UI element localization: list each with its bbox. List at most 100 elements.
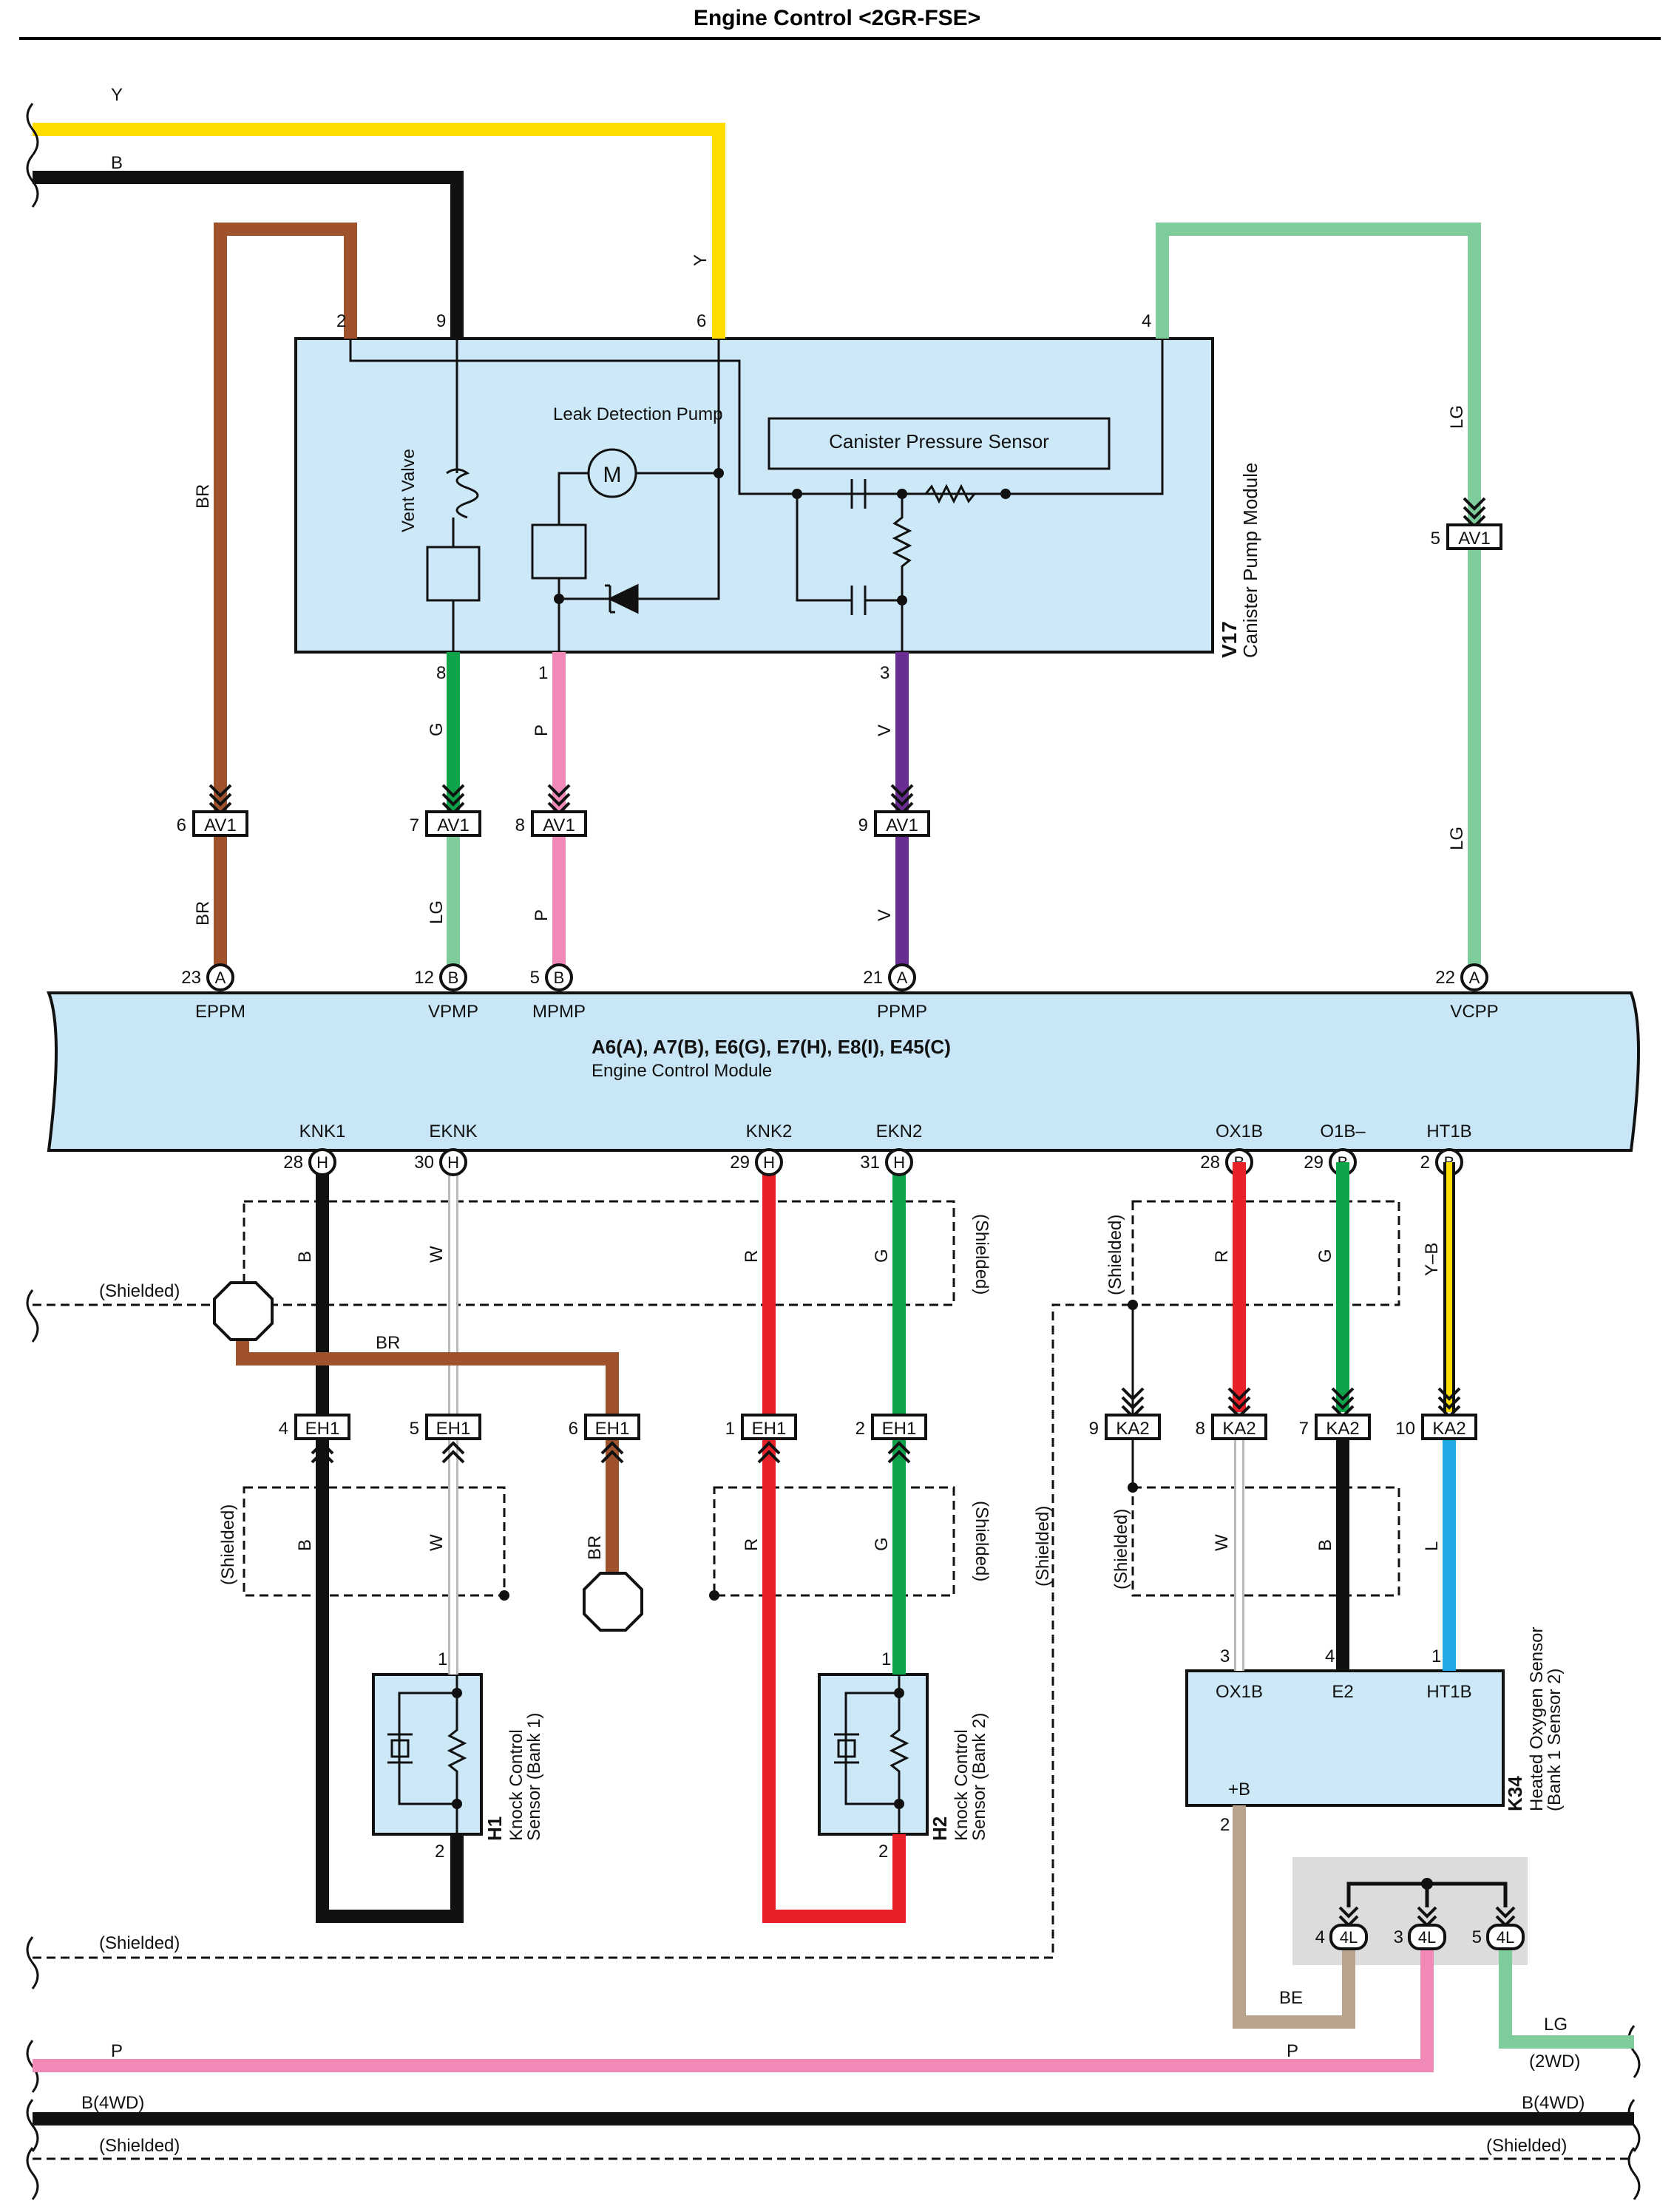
svg-text:4: 4 bbox=[1315, 1927, 1325, 1947]
svg-text:4L: 4L bbox=[1418, 1928, 1436, 1947]
shield-boxes bbox=[33, 1200, 1634, 2160]
pin-num: 23 bbox=[181, 968, 201, 988]
svg-text:G: G bbox=[872, 1249, 892, 1263]
svg-text:(Shielded): (Shielded) bbox=[972, 1214, 992, 1295]
svg-text:OX1B: OX1B bbox=[1216, 1682, 1263, 1702]
oxygen-sensor-box bbox=[1185, 1669, 1505, 1807]
svg-text:LG: LG bbox=[1544, 2015, 1568, 2035]
svg-text:BE: BE bbox=[1279, 1988, 1303, 2008]
svg-text:P: P bbox=[111, 2041, 123, 2061]
connector-pin: 9 bbox=[1089, 1419, 1099, 1439]
wire-p-bottom bbox=[33, 1949, 1434, 2072]
connector-pin: 2 bbox=[855, 1419, 865, 1439]
wire-label: BR bbox=[193, 901, 213, 926]
svg-text:Y–B: Y–B bbox=[1422, 1243, 1442, 1276]
wire-r-knk2 bbox=[762, 1162, 906, 1923]
pin-conn: A bbox=[215, 968, 226, 987]
canister-pump-module-box bbox=[294, 337, 1214, 654]
wire-label: LG bbox=[1447, 405, 1467, 429]
h1-ref: H1 bbox=[484, 1816, 506, 1841]
svg-text:+B: +B bbox=[1228, 1780, 1250, 1799]
svg-text:E2: E2 bbox=[1332, 1682, 1353, 1702]
wire-b-knk1 bbox=[316, 1162, 464, 1923]
wire-label: LG bbox=[1447, 827, 1467, 850]
leak-pump-label-text: Leak Detection Pump bbox=[553, 404, 722, 424]
svg-text:R: R bbox=[1212, 1250, 1232, 1263]
svg-text:B(4WD): B(4WD) bbox=[1522, 2093, 1585, 2113]
pin-name: HT1B bbox=[1426, 1122, 1471, 1141]
pin-conn: B bbox=[448, 968, 459, 987]
knock-sensor-1-box bbox=[372, 1673, 483, 1836]
svg-text:B(4WD): B(4WD) bbox=[81, 2093, 144, 2113]
pin-label: 9 bbox=[436, 311, 446, 331]
pin-conn: H bbox=[447, 1153, 459, 1172]
pin-num: 29 bbox=[1304, 1153, 1324, 1173]
wire-label: B bbox=[111, 153, 123, 173]
title-rule bbox=[19, 37, 1661, 40]
connector-label: EH1 bbox=[436, 1419, 471, 1439]
connector-label: KA2 bbox=[1222, 1419, 1256, 1439]
k34-ref: K34 bbox=[1504, 1776, 1526, 1811]
svg-text:(Shielded): (Shielded) bbox=[1105, 1215, 1125, 1295]
connector-label: KA2 bbox=[1326, 1419, 1359, 1439]
shield-ground-2 bbox=[583, 1572, 643, 1632]
pin-name: O1B– bbox=[1320, 1122, 1366, 1141]
svg-text:W: W bbox=[427, 1246, 447, 1263]
pin-conn: H bbox=[763, 1153, 775, 1172]
svg-text:B: B bbox=[295, 1539, 315, 1551]
connector-label: KA2 bbox=[1432, 1419, 1465, 1439]
wire-lg-vcpp bbox=[1156, 223, 1481, 977]
v17-ref: V17 bbox=[1218, 621, 1241, 658]
connector-label: EH1 bbox=[882, 1419, 917, 1439]
svg-text:1: 1 bbox=[1431, 1646, 1441, 1666]
wire-color-labels-top: Y B Y BR BR G LG P P V V LG LG bbox=[111, 85, 1467, 926]
connector-pin: 6 bbox=[569, 1419, 578, 1439]
pin-label: 2 bbox=[336, 311, 346, 331]
canister-internals bbox=[349, 339, 1164, 652]
pin-label: 1 bbox=[538, 663, 548, 683]
pin-num: 30 bbox=[414, 1153, 434, 1173]
connector-label: AV1 bbox=[1458, 529, 1491, 549]
pin-name: EPPM bbox=[195, 1002, 245, 1022]
pin-conn: H bbox=[893, 1153, 905, 1172]
wire-y-top bbox=[33, 123, 725, 339]
ecm-box bbox=[47, 991, 1640, 1152]
pin-conn: A bbox=[897, 968, 908, 987]
pin-num: 28 bbox=[283, 1153, 303, 1173]
pin-label: 4 bbox=[1142, 311, 1151, 331]
wire-label: P bbox=[532, 909, 552, 921]
wire-label: BR bbox=[193, 484, 213, 509]
pin-conn: H bbox=[316, 1153, 328, 1172]
pin-num: 21 bbox=[863, 968, 883, 988]
connector-label: AV1 bbox=[437, 815, 470, 835]
junction-4l-bg bbox=[1292, 1857, 1528, 1965]
pin-name: VPMP bbox=[428, 1002, 478, 1022]
connector-pin: 1 bbox=[725, 1419, 735, 1439]
pin-num: 5 bbox=[530, 968, 540, 988]
connector-label: EH1 bbox=[305, 1419, 340, 1439]
svg-text:P: P bbox=[1287, 2041, 1298, 2061]
svg-text:(Shielded): (Shielded) bbox=[1486, 2136, 1567, 2156]
connector-pin: 10 bbox=[1395, 1419, 1415, 1439]
v17-name: Canister Pump Module bbox=[1239, 463, 1261, 658]
pin-label: 6 bbox=[697, 311, 706, 331]
connector-pin: 7 bbox=[1299, 1419, 1309, 1439]
svg-text:(Shielded): (Shielded) bbox=[1111, 1509, 1131, 1590]
pin-name: MPMP bbox=[532, 1002, 586, 1022]
pin-name: EKNK bbox=[429, 1122, 477, 1141]
shield-ground-1 bbox=[213, 1281, 274, 1341]
svg-text:5: 5 bbox=[1472, 1927, 1482, 1947]
wire-lg-2wd bbox=[1499, 1949, 1634, 2049]
wire-color-labels-bottom: B W R G BR B W BR R G R G Y–B W B L BE P… bbox=[81, 1243, 1585, 2113]
svg-text:(Shielded): (Shielded) bbox=[218, 1504, 238, 1585]
pin-label: 1 bbox=[438, 1649, 447, 1669]
canister-pressure-sensor-label: Canister Pressure Sensor bbox=[829, 430, 1049, 452]
connector-pin: 7 bbox=[410, 815, 419, 835]
pin-name: PPMP bbox=[877, 1002, 927, 1022]
wire-label: G bbox=[427, 722, 447, 736]
av1-connectors: AV1 6 AV1 7 AV1 8 AV1 9 AV1 5 bbox=[177, 497, 1502, 837]
svg-text:B: B bbox=[1315, 1539, 1335, 1551]
